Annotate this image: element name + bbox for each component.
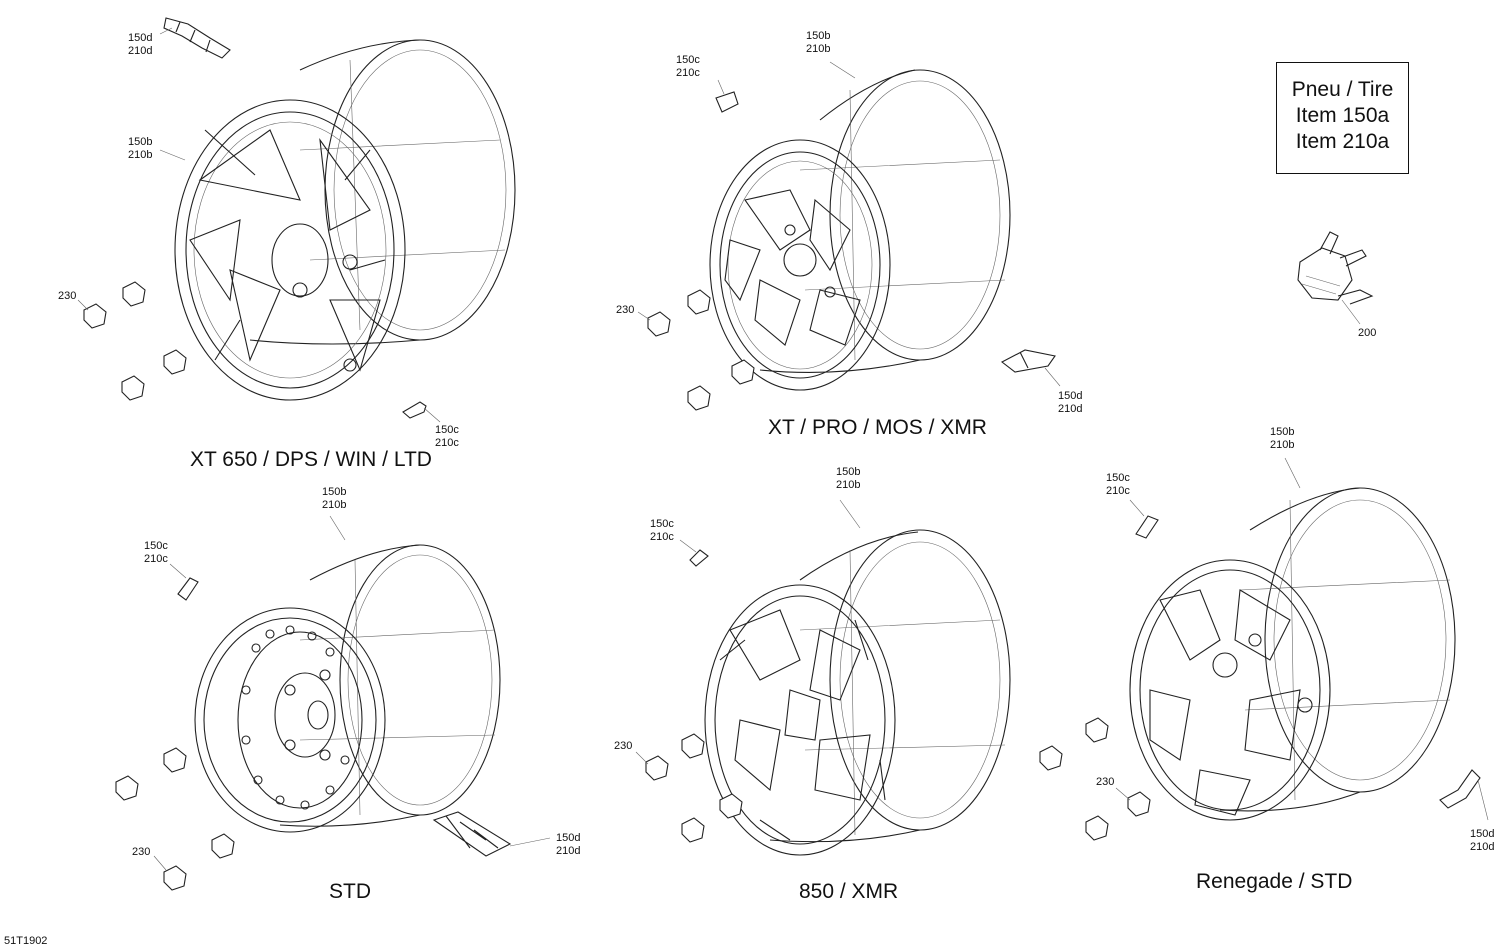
callout-230: 230 bbox=[58, 290, 76, 303]
callout-150b-210b: 150b 210b bbox=[322, 486, 346, 512]
callout-part-number: 210c bbox=[676, 67, 700, 79]
callout-230: 230 bbox=[614, 740, 632, 753]
callout-150b-210b: 150b 210b bbox=[836, 466, 860, 492]
wheel-renegade-drawing bbox=[1039, 457, 1489, 841]
callout-150b-210b: 150b 210b bbox=[806, 30, 830, 56]
callout-150c-210c: 150c 210c bbox=[1106, 472, 1130, 498]
wheel-std-drawing bbox=[115, 515, 551, 891]
callout-part-number: 210c bbox=[144, 553, 168, 565]
callout-part-number: 200 bbox=[1358, 327, 1377, 339]
callout-150c-210c: 150c 210c bbox=[144, 540, 168, 566]
callout-part-number: 230 bbox=[616, 304, 635, 316]
callout-150c-210c: 150c 210c bbox=[650, 518, 674, 544]
callout-part-number: 230 bbox=[1096, 776, 1115, 788]
wheel-xt650-drawing bbox=[77, 17, 516, 423]
wheel-group-title: Renegade / STD bbox=[1196, 870, 1353, 893]
callout-150d-210d: 150d 210d bbox=[1058, 390, 1082, 416]
callout-part-number: 150c bbox=[650, 518, 674, 530]
callout-part-number: 150d bbox=[128, 32, 153, 44]
callout-part-number: 210c bbox=[435, 437, 459, 449]
callout-150b-210b: 150b 210b bbox=[1270, 426, 1294, 452]
wheel-group-title: XT 650 / DPS / WIN / LTD bbox=[190, 448, 432, 471]
callout-part-number: 150c bbox=[676, 54, 700, 66]
wheel-group-title: 850 / XMR bbox=[799, 880, 899, 903]
callout-150d-210d: 150d 210d bbox=[1470, 828, 1494, 854]
callout-part-number: 150b bbox=[836, 466, 861, 478]
tpms-sensor-drawing bbox=[1297, 231, 1374, 325]
figure-code: 51T1902 bbox=[4, 935, 48, 947]
callout-part-number: 210c bbox=[650, 531, 674, 543]
callout-part-number: 210b bbox=[806, 43, 831, 55]
callout-part-number: 230 bbox=[132, 846, 151, 858]
callout-part-number: 210b bbox=[1270, 439, 1295, 451]
callout-part-number: 210b bbox=[322, 499, 347, 511]
callout-part-number: 210b bbox=[836, 479, 861, 491]
wheel-group-title: STD bbox=[329, 880, 371, 903]
wheel-group-title: XT / PRO / MOS / XMR bbox=[768, 416, 987, 439]
callout-150d-210d: 150d 210d bbox=[128, 32, 152, 58]
callout-part-number: 210b bbox=[128, 149, 153, 161]
callout-part-number: 150c bbox=[435, 424, 459, 436]
callout-part-number: 150b bbox=[1270, 426, 1295, 438]
callout-part-number: 230 bbox=[58, 290, 77, 302]
callout-230: 230 bbox=[132, 846, 150, 859]
callout-part-number: 210d bbox=[1058, 403, 1083, 415]
callout-part-number: 210d bbox=[128, 45, 153, 57]
callout-200: 200 bbox=[1358, 327, 1376, 340]
callout-part-number: 150b bbox=[322, 486, 347, 498]
callout-part-number: 230 bbox=[614, 740, 633, 752]
tire-item-210a: Item 210a bbox=[1295, 130, 1390, 153]
callout-230: 230 bbox=[616, 304, 634, 317]
tire-item-150a: Item 150a bbox=[1295, 104, 1390, 127]
callout-150b-210b: 150b 210b bbox=[128, 136, 152, 162]
callout-part-number: 150c bbox=[1106, 472, 1130, 484]
callout-part-number: 150b bbox=[128, 136, 153, 148]
callout-150c-210c: 150c 210c bbox=[435, 424, 459, 450]
callout-part-number: 210c bbox=[1106, 485, 1130, 497]
wheel-850-drawing bbox=[635, 499, 1011, 856]
callout-150c-210c: 150c 210c bbox=[676, 54, 700, 80]
callout-part-number: 210d bbox=[1470, 841, 1495, 853]
callout-part-number: 150d bbox=[556, 832, 581, 844]
callout-part-number: 210d bbox=[556, 845, 581, 857]
callout-part-number: 150b bbox=[806, 30, 831, 42]
tire-item-box: Pneu / Tire Item 150a Item 210a bbox=[1276, 62, 1409, 174]
callout-part-number: 150d bbox=[1058, 390, 1083, 402]
tire-label: Pneu / Tire bbox=[1291, 78, 1394, 101]
callout-part-number: 150c bbox=[144, 540, 168, 552]
callout-part-number: 150d bbox=[1470, 828, 1495, 840]
callout-150d-210d: 150d 210d bbox=[556, 832, 580, 858]
wheel-xtpro-drawing bbox=[637, 61, 1061, 411]
callout-230: 230 bbox=[1096, 776, 1114, 789]
